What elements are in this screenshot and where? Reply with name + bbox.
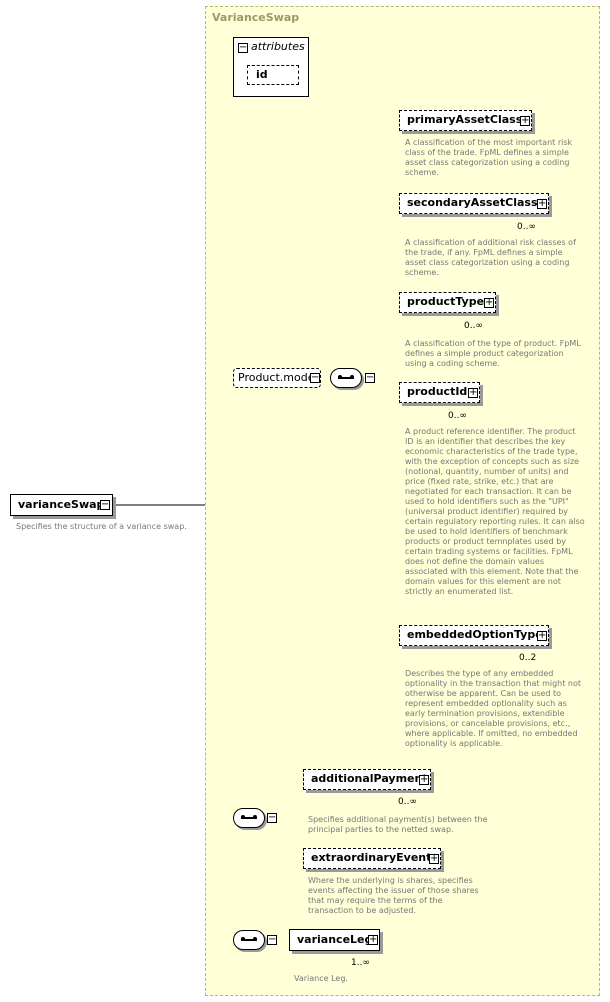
element-additional-payment[interactable]: additionalPayment + bbox=[303, 769, 431, 790]
element-label: productType bbox=[407, 295, 485, 308]
expand-icon[interactable]: + bbox=[537, 630, 547, 641]
element-description: Describes the type of any embedded optio… bbox=[405, 669, 582, 748]
element-secondary-asset-class[interactable]: secondaryAssetClass + bbox=[399, 193, 549, 214]
expand-icon[interactable]: + bbox=[419, 774, 429, 785]
sequence-icon bbox=[241, 937, 257, 941]
cardinality: 0..∞ bbox=[464, 321, 483, 331]
expand-icon[interactable]: + bbox=[537, 198, 547, 209]
type-title: VarianceSwap bbox=[212, 11, 300, 24]
expand-icon[interactable]: + bbox=[468, 387, 478, 398]
cardinality: 0..∞ bbox=[517, 222, 536, 232]
element-description: Variance Leg. bbox=[294, 974, 348, 983]
element-extraordinary-events[interactable]: extraordinaryEvents + bbox=[303, 848, 441, 869]
attribute-id[interactable]: id bbox=[247, 65, 299, 85]
group-product-model[interactable]: Product.model − bbox=[233, 368, 321, 388]
element-description: A classification of the most important r… bbox=[405, 138, 573, 177]
element-label: extraordinaryEvents bbox=[311, 851, 438, 864]
root-description: Specifies the structure of a variance sw… bbox=[16, 522, 187, 531]
collapse-icon[interactable]: − bbox=[238, 42, 248, 53]
element-description: A classification of additional risk clas… bbox=[405, 238, 576, 277]
element-description: Where the underlying is shares, specifie… bbox=[308, 876, 479, 915]
expand-icon[interactable]: + bbox=[429, 853, 439, 864]
expand-icon[interactable]: + bbox=[484, 297, 494, 308]
attributes-header: attributes bbox=[251, 40, 305, 53]
element-label: varianceLeg bbox=[297, 933, 373, 946]
root-element[interactable]: varianceSwap − bbox=[10, 494, 113, 516]
element-label: primaryAssetClass bbox=[407, 113, 523, 126]
element-primary-asset-class[interactable]: primaryAssetClass + bbox=[399, 110, 532, 131]
sequence-compositor[interactable] bbox=[233, 808, 265, 828]
type-container bbox=[205, 6, 600, 996]
sequence-icon bbox=[338, 375, 354, 379]
element-label: embeddedOptionType bbox=[407, 628, 543, 641]
expand-icon[interactable]: + bbox=[520, 115, 530, 126]
collapse-icon[interactable]: − bbox=[365, 372, 375, 383]
element-description: A classification of the type of product.… bbox=[405, 339, 581, 368]
collapse-icon[interactable]: − bbox=[310, 372, 320, 383]
attributes-box: − attributes id bbox=[233, 37, 309, 97]
element-label: secondaryAssetClass bbox=[407, 196, 538, 209]
element-label: additionalPayment bbox=[311, 772, 428, 785]
collapse-icon[interactable]: − bbox=[267, 812, 277, 823]
group-label: Product.model bbox=[238, 371, 318, 384]
expand-icon[interactable]: + bbox=[368, 934, 378, 945]
sequence-icon bbox=[241, 815, 257, 819]
element-variance-leg[interactable]: varianceLeg + bbox=[289, 929, 380, 951]
element-embedded-option-type[interactable]: embeddedOptionType + bbox=[399, 625, 549, 646]
element-product-type[interactable]: productType + bbox=[399, 292, 496, 313]
element-description: A product reference identifier. The prod… bbox=[405, 427, 585, 596]
root-element-label: varianceSwap bbox=[18, 498, 105, 511]
sequence-compositor[interactable] bbox=[330, 368, 362, 388]
element-description: Specifies additional payment(s) between … bbox=[308, 815, 488, 834]
cardinality: 0..∞ bbox=[398, 797, 417, 807]
cardinality: 1..∞ bbox=[351, 958, 370, 968]
cardinality: 0..∞ bbox=[448, 411, 467, 421]
collapse-icon[interactable]: − bbox=[100, 499, 110, 510]
sequence-compositor[interactable] bbox=[233, 930, 265, 950]
cardinality: 0..2 bbox=[519, 653, 537, 663]
element-product-id[interactable]: productId + bbox=[399, 382, 480, 403]
collapse-icon[interactable]: − bbox=[267, 934, 277, 945]
element-label: productId bbox=[407, 385, 468, 398]
attribute-id-label: id bbox=[256, 68, 268, 81]
